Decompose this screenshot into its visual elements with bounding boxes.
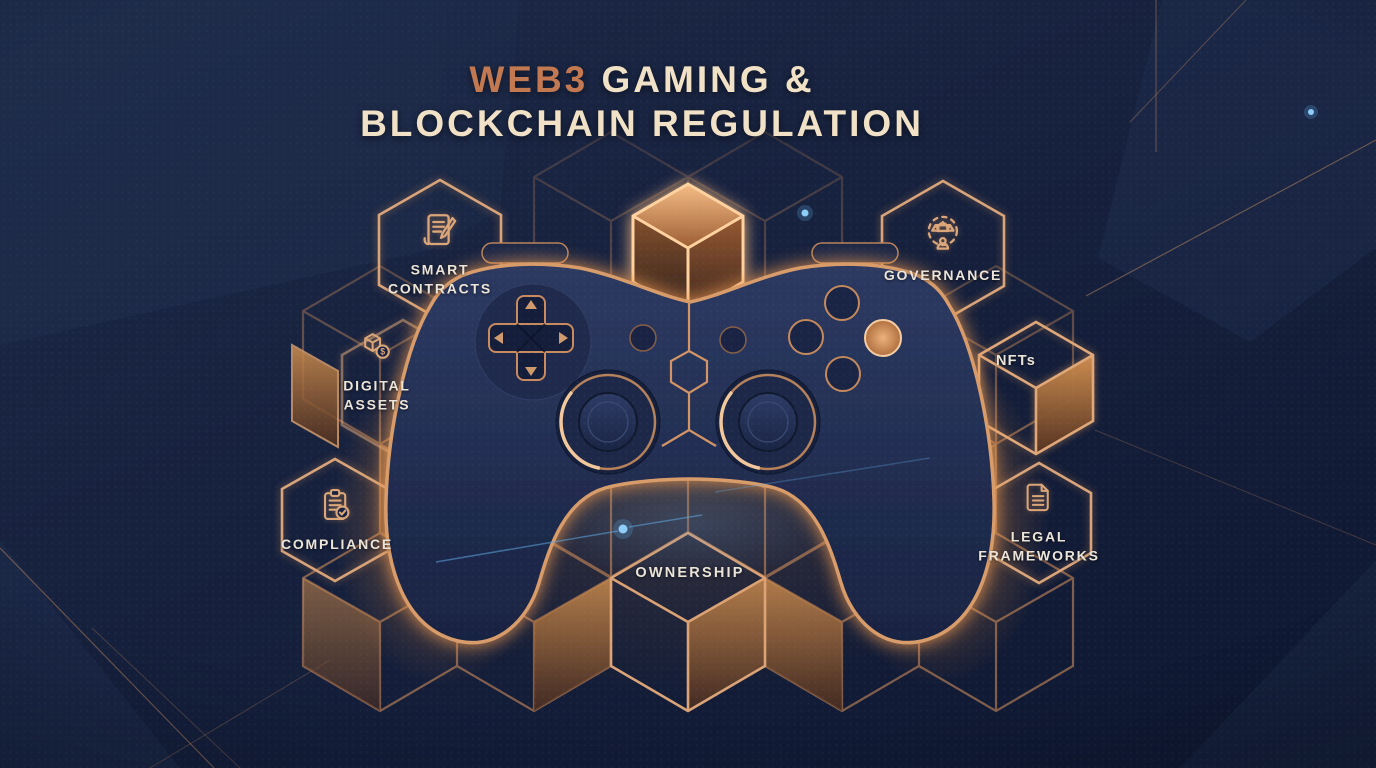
title-line1-rest: GAMING & <box>588 59 815 100</box>
node-governance: GOVERNANCE <box>884 209 1002 285</box>
ownership-label: OWNERSHIP <box>635 565 745 582</box>
node-compliance: COMPLIANCE <box>281 484 393 554</box>
node-legal-frameworks: LEGAL FRAMEWORKS <box>964 479 1114 566</box>
face-button-top <box>824 285 860 321</box>
left-analog-stick <box>555 369 661 475</box>
face-button-left <box>788 319 824 355</box>
select-button <box>629 324 657 352</box>
node-label: SMART CONTRACTS <box>387 261 493 297</box>
balance-scale-person-icon <box>927 215 959 250</box>
page-title: WEB3 GAMING & BLOCKCHAIN REGULATION <box>360 58 924 147</box>
title-line-1: WEB3 GAMING & <box>360 58 924 102</box>
document-icon <box>1026 483 1049 512</box>
face-button-right <box>864 319 902 357</box>
cube-with-coin-icon: $ <box>364 333 390 359</box>
node-digital-assets: $ DIGITAL ASSETS <box>322 328 432 415</box>
node-label: DIGITAL ASSETS <box>343 377 411 413</box>
right-analog-stick <box>715 369 821 475</box>
nfts-label: NFTs <box>996 353 1036 370</box>
scroll-and-pen-icon <box>423 214 457 246</box>
face-button-bottom <box>825 356 861 392</box>
title-line-2: BLOCKCHAIN REGULATION <box>360 103 924 145</box>
node-label: COMPLIANCE <box>280 536 394 553</box>
clipboard-check-icon <box>324 488 350 520</box>
node-label: LEGAL FRAMEWORKS <box>978 528 1100 564</box>
title-accent: WEB3 <box>469 59 589 100</box>
dollar-glyph: $ <box>380 347 385 357</box>
node-label: GOVERNANCE <box>883 267 1003 284</box>
start-button <box>719 326 747 354</box>
node-smart-contracts: SMART CONTRACTS <box>375 208 505 299</box>
